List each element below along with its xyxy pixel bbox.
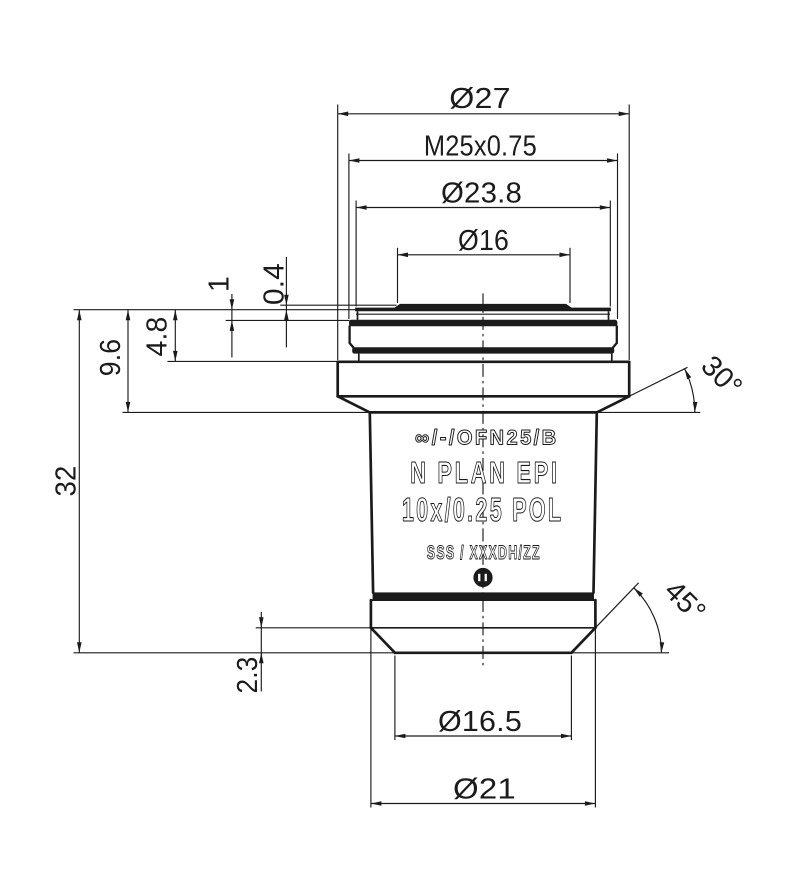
- dim-label-m25: M25x0.75: [424, 131, 537, 163]
- dim-label-d27: Ø27: [449, 83, 511, 115]
- grip-side-left: [368, 411, 375, 594]
- grip-side-right: [592, 411, 599, 594]
- dim-label-45deg: 45°: [658, 575, 712, 629]
- marking-serial-line: SSS / XXXDH/ZZ: [427, 542, 541, 564]
- set-screw-slot-left: [478, 573, 481, 582]
- dim-label-d21: Ø21: [453, 774, 516, 806]
- marking-magnification-line: 10x/0.25 POL: [402, 491, 564, 528]
- dimension-lines: [78, 113, 696, 805]
- dim-label-d16: Ø16: [458, 225, 509, 257]
- objective-body-outline: [336, 303, 631, 655]
- dim-label-32: 32: [51, 466, 83, 497]
- dim-label-30deg: 30°: [694, 350, 748, 404]
- thread-chamfer-left: [348, 341, 355, 349]
- thread-lower-band: [352, 347, 615, 354]
- marking-infinity-line: ∞/-/OFN25/B: [415, 427, 559, 450]
- body-markings: ∞/-/OFN25/B N PLAN EPI 10x/0.25 POL SSS …: [401, 426, 564, 564]
- flange-chamfer-left: [336, 394, 372, 414]
- ext-45deg-slant: [594, 582, 640, 629]
- dim-label-96: 9.6: [95, 339, 127, 377]
- thread-relief-band: [349, 319, 618, 327]
- front-chamfer-right: [570, 626, 597, 655]
- dim-label-48: 4.8: [141, 317, 173, 357]
- dim-label-23: 2.3: [232, 657, 264, 694]
- dim-label-d238: Ø23.8: [441, 178, 522, 210]
- thread-chamfer-right: [611, 341, 618, 349]
- marking-series-line: N PLAN EPI: [410, 455, 560, 490]
- dimension-arrows: [77, 111, 698, 806]
- extension-lines: [73, 104, 701, 808]
- dim-label-d165: Ø16.5: [438, 706, 522, 738]
- dimension-labels: Ø27 M25x0.75 Ø23.8 Ø16 Ø16.5 Ø21 32 9.6 …: [51, 83, 749, 806]
- set-screw-dot: [473, 567, 493, 588]
- dim-label-1: 1: [204, 276, 236, 292]
- set-screw-slot-right: [484, 573, 487, 582]
- ext-30deg-slant: [603, 366, 688, 410]
- arc-45deg: [633, 587, 662, 653]
- top-face-band: [355, 303, 611, 312]
- grip-groove-band: [372, 592, 594, 601]
- dim-label-04: 0.4: [259, 263, 291, 305]
- front-chamfer-left: [369, 626, 397, 655]
